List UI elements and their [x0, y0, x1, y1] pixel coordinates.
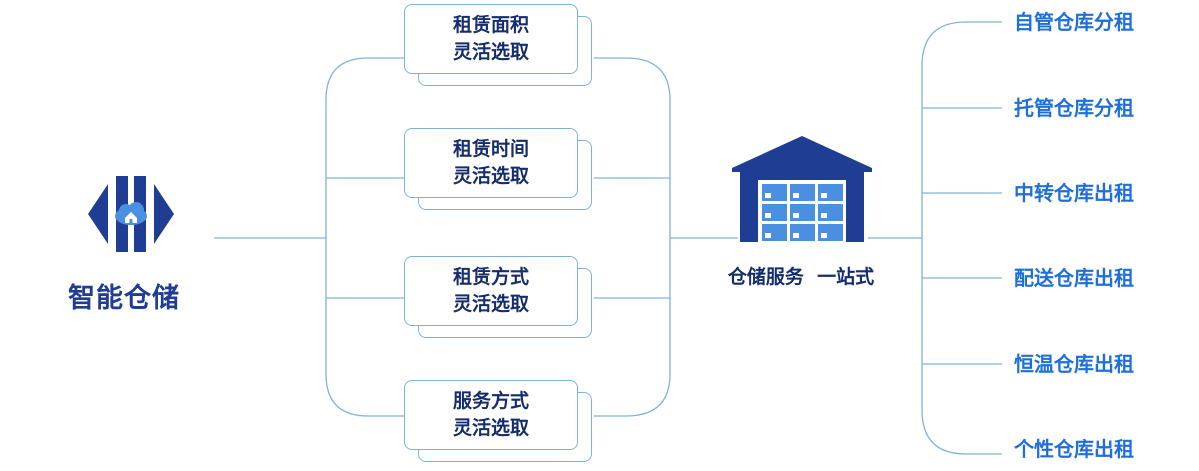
option-card: 服务方式 灵活选取 [404, 380, 592, 462]
option-line1: 服务方式 [452, 390, 529, 412]
option-card: 租赁面积 灵活选取 [404, 4, 592, 86]
service-item: 配送仓库出租 [1014, 266, 1134, 290]
card-face: 服务方式 灵活选取 [404, 380, 578, 450]
service-item: 个性仓库出租 [1014, 437, 1134, 461]
service-item: 自管仓库分租 [1014, 10, 1134, 34]
center-label: 仓储服务 一站式 [727, 266, 875, 288]
option-line2: 灵活选取 [452, 165, 529, 187]
option-line2: 灵活选取 [452, 41, 529, 63]
option-line1: 租赁时间 [452, 138, 529, 160]
card-face: 租赁时间 灵活选取 [404, 128, 578, 198]
brand-name: 智能仓储 [68, 283, 180, 314]
warehouse-icon [732, 136, 872, 242]
card-face: 租赁方式 灵活选取 [404, 256, 578, 326]
service-item: 中转仓库出租 [1014, 181, 1134, 205]
service-item: 恒温仓库出租 [1014, 352, 1134, 376]
service-item: 托管仓库分租 [1014, 96, 1134, 120]
option-line2: 灵活选取 [452, 417, 529, 439]
option-card: 租赁方式 灵活选取 [404, 256, 592, 338]
option-line2: 灵活选取 [452, 293, 529, 315]
h-house-logo-icon [88, 176, 174, 252]
option-line1: 租赁面积 [452, 14, 529, 36]
option-card: 租赁时间 灵活选取 [404, 128, 592, 210]
card-face: 租赁面积 灵活选取 [404, 4, 578, 74]
option-line1: 租赁方式 [452, 266, 529, 288]
